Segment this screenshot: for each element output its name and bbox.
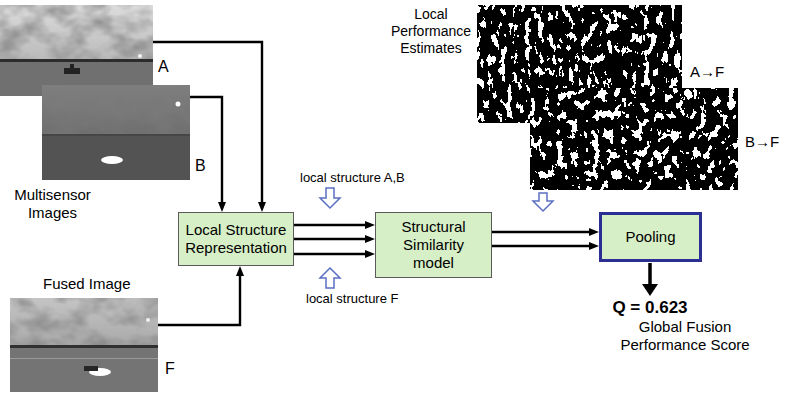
- annotation: local structure F: [306, 291, 398, 307]
- hollow-arrow: [320, 268, 340, 288]
- output-arrowhead: [642, 284, 658, 296]
- annotation: Local Performance Estimates: [388, 6, 474, 56]
- score-value: Q = 0.623: [590, 298, 710, 318]
- box-label: Pooling: [625, 228, 675, 246]
- image-label: F: [165, 360, 175, 378]
- annotation: local structure A,B: [300, 170, 405, 186]
- performance-map: B→F: [530, 88, 738, 190]
- output-arrow: [648, 263, 652, 286]
- image-label: B→F: [745, 133, 779, 151]
- connector: [492, 231, 591, 233]
- image-label: A: [158, 58, 169, 76]
- sensor-image: B: [42, 85, 190, 180]
- connector: [294, 253, 367, 255]
- connector: [153, 42, 262, 204]
- connector: [492, 245, 591, 247]
- process-box: Structural Similarity model: [375, 212, 492, 278]
- performance-map: A→F: [477, 5, 682, 123]
- pooling-box: Pooling: [599, 212, 702, 262]
- sensor-image: A: [0, 5, 153, 96]
- image-label: A→F: [690, 63, 724, 81]
- fused-image: Fused ImageF: [10, 298, 158, 392]
- image-label: Fused Image: [43, 275, 131, 293]
- box-label: Structural Similarity model: [381, 218, 486, 272]
- process-box: Local Structure Representation: [178, 212, 294, 266]
- sensor-image-a: [0, 5, 153, 96]
- hollow-arrow: [320, 188, 340, 208]
- image-label: B: [195, 157, 206, 175]
- performance-map-b: [530, 88, 738, 190]
- hollow-arrow: [533, 193, 553, 211]
- annotation: Multisensor Images: [5, 186, 100, 222]
- connector: [158, 274, 240, 325]
- box-label: Local Structure Representation: [184, 221, 288, 257]
- annotation: Global Fusion Performance Score: [610, 318, 760, 354]
- connector: [190, 97, 222, 204]
- sensor-image-b: [42, 85, 190, 180]
- connector: [294, 224, 367, 226]
- connector: [294, 238, 367, 240]
- fused-image: [10, 298, 158, 392]
